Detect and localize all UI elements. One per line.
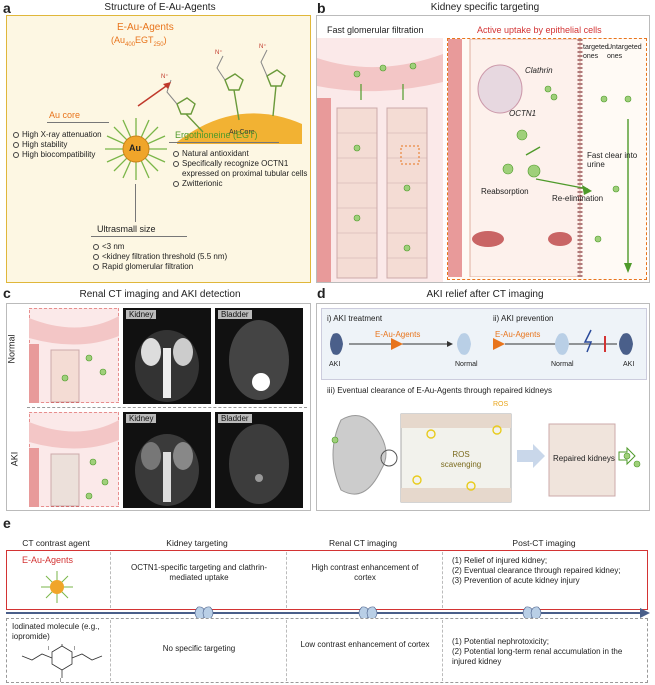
nanoparticle-icon [105, 118, 167, 180]
agent-targeting-text: OCTN1-specific targeting and clathrin-me… [130, 563, 268, 582]
ct-kidney-aki: Kidney [123, 412, 211, 508]
panel-b-label: b [317, 0, 326, 16]
reelim-label: Re-elimination [552, 194, 604, 203]
prevention-aki: AKI [623, 361, 635, 368]
svg-text:N⁺: N⁺ [259, 43, 267, 50]
iodine-row-divider-3 [442, 620, 443, 681]
header-targeting: Kidney targeting [166, 538, 228, 548]
row-normal-label: Normal [6, 334, 17, 364]
au-core-points: High X-ray attenuation High stability Hi… [13, 130, 113, 160]
repaired-kidneys-label: Repaired kidneys [553, 454, 615, 463]
schematic-aki [29, 412, 119, 507]
egt-line [169, 142, 279, 143]
egt-molecule-drawing: N⁺ N⁺ N⁺ [161, 43, 302, 144]
targeted-label: targeted ones [583, 44, 609, 60]
ct-bladder-aki: Bladder [215, 412, 303, 508]
svg-text:I: I [48, 646, 49, 652]
treatment-aki: AKI [329, 361, 341, 368]
octn1-label: OCTN1 [509, 109, 537, 118]
iodine-row-divider-2 [286, 620, 287, 681]
panel-d: i) AKI treatment ii) AKI prevention E-Au… [316, 303, 650, 511]
au-core-label: Au core [49, 110, 81, 120]
prevention-diagram [493, 329, 633, 355]
panel-e-label: e [3, 515, 11, 531]
treatment-agents: E-Au-Agents [375, 330, 421, 339]
aki-prevention-title: ii) AKI prevention [493, 314, 554, 323]
size-points: <3 nm <kidney filtration threshold (5.5 … [93, 242, 303, 272]
size-label: Ultrasmall size [97, 224, 156, 234]
ct-bladder-aki-label: Bladder [218, 414, 252, 423]
header-imaging: Renal CT imaging [329, 538, 397, 548]
panel-c-title: Renal CT imaging and AKI detection [79, 289, 241, 300]
agent-row-divider-3 [442, 552, 443, 608]
untargeted-label: Untargeted ones [607, 44, 642, 60]
treatment-diagram [330, 333, 471, 355]
iopromide-structure: I I I [21, 644, 103, 682]
prevention-normal: Normal [551, 361, 574, 368]
au-center-label: Au [129, 143, 141, 153]
agent-imaging-text: High contrast enhancement of cortex [311, 563, 419, 582]
uptake-label: Active uptake by epithelial cells [477, 25, 602, 35]
schematic-normal [29, 308, 119, 403]
ros-label: ROS [493, 401, 509, 408]
iodine-imaging-text: Low contrast enhancement of cortex [300, 640, 430, 649]
panel-c-label: c [3, 285, 11, 301]
au-core-tag: Au Core [229, 129, 255, 136]
agent-row-divider-1 [110, 552, 111, 608]
epithelial-cell-illustration [448, 39, 632, 277]
agent-post-text: (1) Relief of injured kidney; (2) Eventu… [452, 556, 621, 585]
egt-points: Natural antioxidant Specifically recogni… [173, 149, 308, 189]
row-aki-label: AKI [9, 451, 20, 467]
size-line [91, 236, 187, 237]
ct-kidney-normal: Kidney [123, 308, 211, 404]
nephron-illustration [317, 38, 443, 282]
iodine-targeting-text: No specific targeting [162, 644, 236, 653]
header-post: Post-CT imaging [512, 538, 576, 548]
clathrin-label: Clathrin [525, 66, 553, 75]
agent-nanoparticle-icon [41, 571, 73, 603]
agent-name: E-Au-Agents [117, 22, 174, 33]
iodine-name: Iodinated molecule (e.g., iopromide) [12, 622, 100, 641]
panel-c: Normal AKI Kidney Bladder Kidney Bladder [6, 303, 311, 511]
reabsorption-label: Reabsorption [481, 187, 529, 196]
clearance-diagram [331, 413, 641, 503]
iodine-row [6, 618, 648, 683]
svg-text:N⁺: N⁺ [215, 49, 223, 56]
glom-label: Fast glomerular filtration [327, 25, 424, 35]
panel-a-label: a [3, 0, 11, 16]
clearance-title: iii) Eventual clearance of E-Au-Agents t… [327, 386, 553, 395]
iodine-post-text: (1) Potential nephrotoxicity; (2) Potent… [452, 637, 623, 666]
agent-row [6, 550, 648, 610]
ct-kidney-label: Kidney [126, 310, 157, 319]
egt-label: Ergothioneine (EGT) [175, 130, 258, 140]
agent-row-name: E-Au-Agents [22, 555, 74, 565]
fast-clear-label: Fast clear into urine [587, 151, 638, 169]
au-core-line [47, 122, 109, 123]
panel-a-title: Structure of E-Au-Agents [104, 2, 216, 13]
header-agent: CT contrast agent [22, 538, 90, 548]
ct-kidney-aki-label: Kidney [126, 414, 157, 423]
iodine-row-divider-1 [110, 620, 111, 681]
agent-row-divider-2 [286, 552, 287, 608]
size-stem [135, 184, 136, 222]
aki-treatment-title: i) AKI treatment [327, 314, 383, 323]
divider-line [27, 407, 307, 408]
ct-bladder-normal: Bladder [215, 308, 303, 404]
svg-text:I: I [74, 646, 75, 652]
arrow-to-molecule [137, 82, 171, 107]
ros-scavenging-label: ROS scavenging [440, 450, 482, 469]
prevention-agents: E-Au-Agents [495, 330, 541, 339]
agent-formula: (Au400EGT250) [111, 35, 167, 48]
panel-d-label: d [317, 285, 326, 301]
panel-a: E-Au-Agents (Au400EGT250) N⁺ N⁺ N⁺ Au Core… [6, 15, 311, 283]
svg-text:N⁺: N⁺ [161, 73, 169, 80]
panel-b-title: Kidney specific targeting [430, 2, 540, 13]
svg-text:I: I [60, 678, 61, 682]
treatment-normal: Normal [455, 361, 478, 368]
panel-b: Fast glomerular filtration Active uptake… [316, 15, 650, 283]
panel-d-title: AKI relief after CT imaging [426, 289, 544, 300]
ct-bladder-label: Bladder [218, 310, 252, 319]
